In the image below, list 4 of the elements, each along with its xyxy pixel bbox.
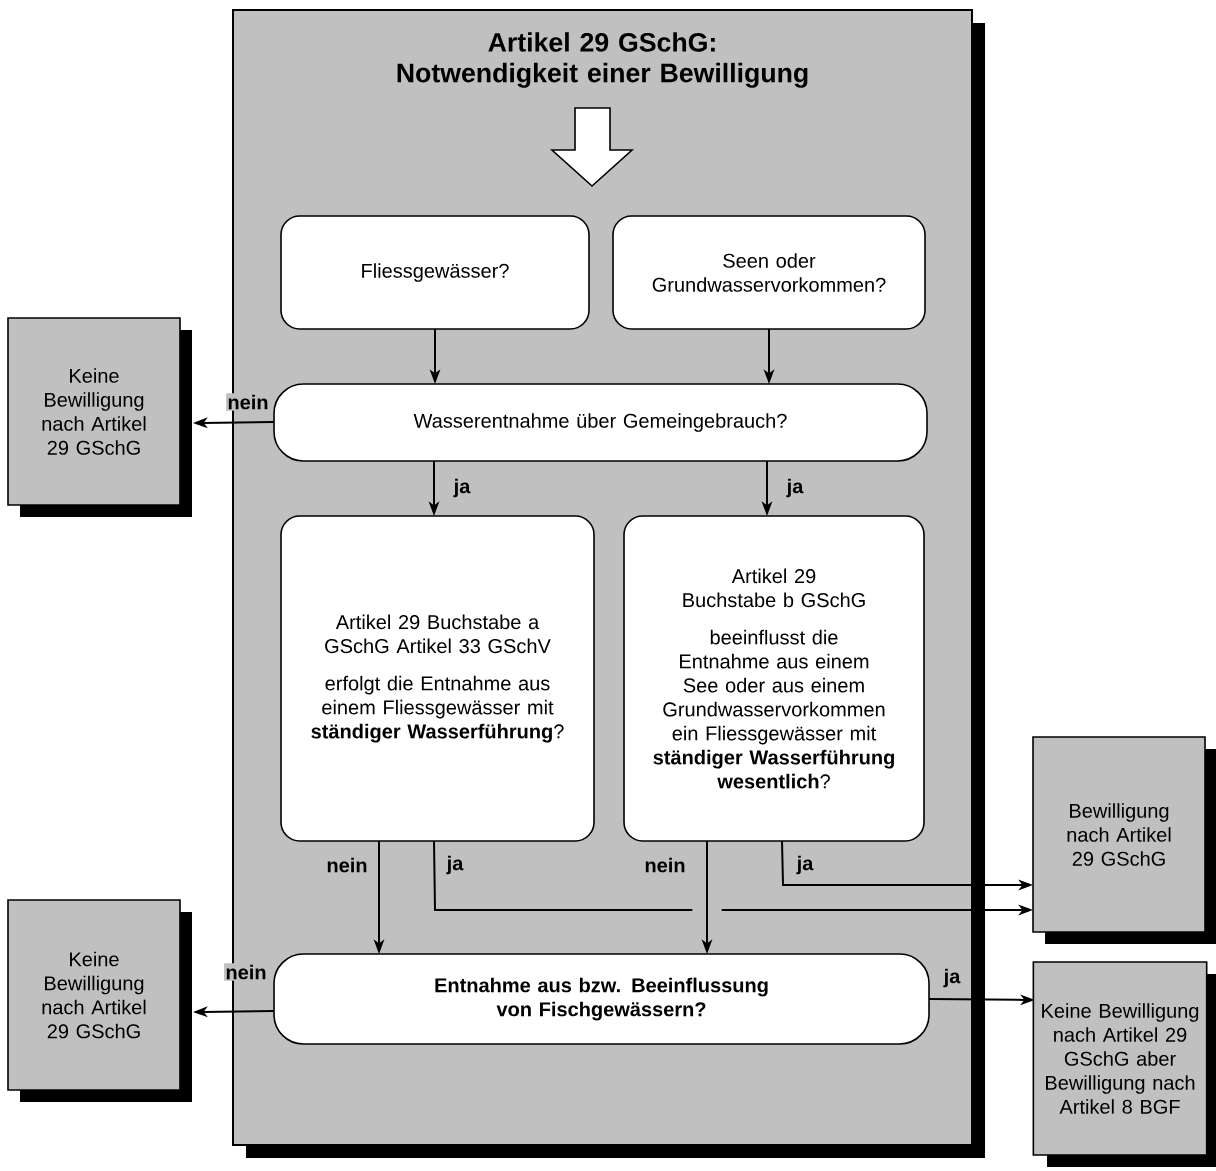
result-box: Bewilligung nach Artikel 29 GSchG <box>1032 736 1216 944</box>
result-box: Keine Bewilligung nach Artikel 29 GSchG <box>7 899 192 1102</box>
result-box: Keine Bewilligung nach Artikel 29 GSchG <box>7 317 192 517</box>
result-box: Keine Bewilligung nach Artikel 29 GSchG aber Bewilligung nach Artikel 8 BGF <box>1032 961 1216 1167</box>
